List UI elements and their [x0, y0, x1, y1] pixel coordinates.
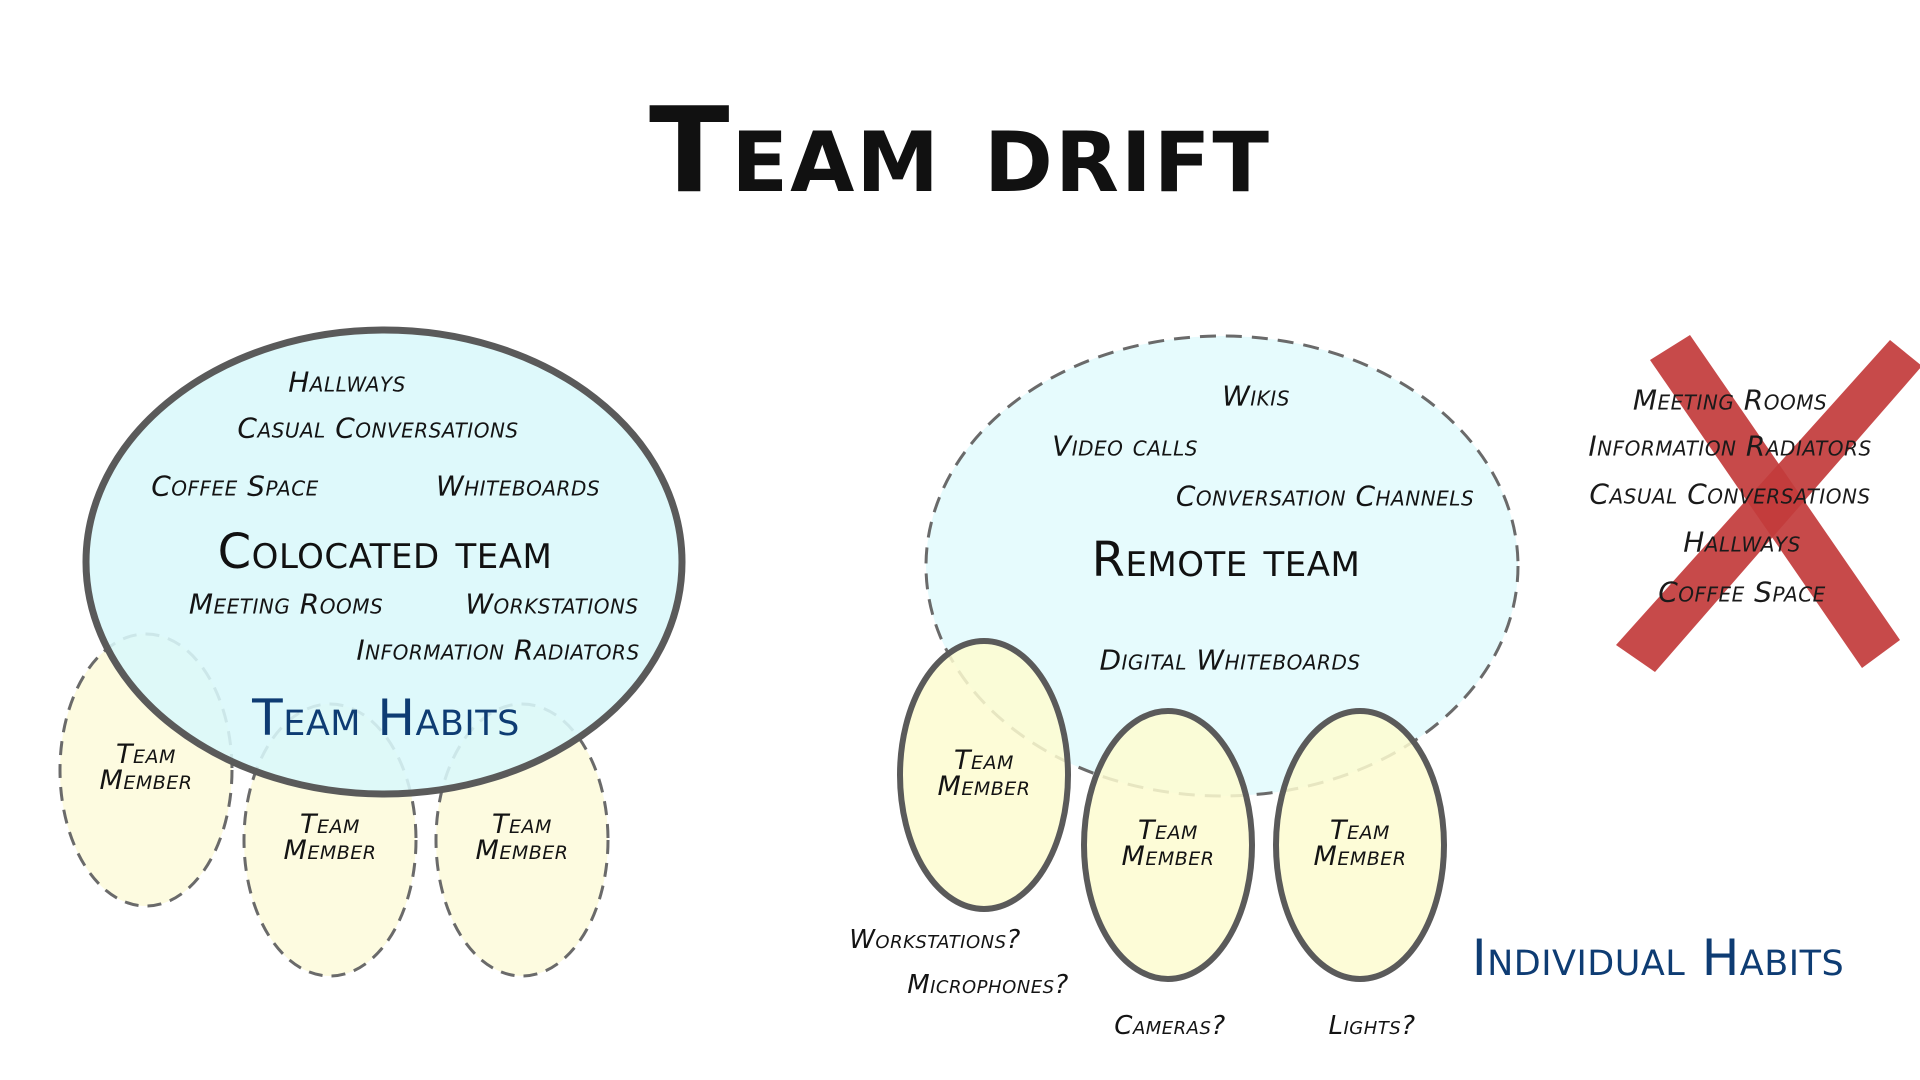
question-microphones: Microphones?	[907, 970, 1069, 1000]
member-text: Team Member	[475, 809, 569, 866]
remote-member-ellipse-1	[897, 638, 1071, 912]
colocated-member-label-1: Team Member	[99, 739, 193, 796]
cross-out-x-icon	[1616, 335, 1920, 672]
individual-habits-label: Individual Habits	[1471, 929, 1845, 987]
crossed-item-casual-conversations: Casual Conversations	[1589, 477, 1871, 511]
remote-item-wikis: Wikis	[1222, 379, 1290, 413]
member-text: Team Member	[1313, 815, 1407, 872]
remote-member-ellipse-3	[1273, 708, 1447, 982]
colocated-member-label-2: Team Member	[283, 809, 377, 866]
colocated-team-label: Colocated team	[217, 524, 553, 580]
colocated-item-hallways: Hallways	[288, 365, 406, 399]
team-habits-label: Team Habits	[252, 689, 520, 747]
remote-item-conversation-channels: Conversation Channels	[1175, 479, 1475, 513]
colocated-item-information-radiators: Information Radiators	[356, 633, 640, 667]
crossed-item-information-radiators: Information Radiators	[1588, 429, 1872, 463]
remote-item-video-calls: Video calls	[1052, 429, 1198, 463]
question-lights: Lights?	[1328, 1011, 1416, 1041]
remote-item-digital-whiteboards: Digital Whiteboards	[1099, 643, 1361, 677]
page-title: Team drift	[648, 81, 1272, 219]
colocated-item-whiteboards: Whiteboards	[435, 469, 601, 503]
colocated-item-workstations: Workstations	[465, 587, 639, 621]
remote-member-label-2: Team Member	[1121, 815, 1215, 872]
remote-member-ellipse-2	[1081, 708, 1255, 982]
colocated-item-meeting-rooms: Meeting Rooms	[188, 587, 384, 621]
colocated-item-coffee-space: Coffee Space	[151, 469, 319, 503]
member-text: Team Member	[283, 809, 377, 866]
colocated-team-ellipse	[82, 326, 686, 798]
crossed-item-coffee-space: Coffee Space	[1658, 575, 1826, 609]
remote-team-label: Remote team	[1091, 532, 1361, 588]
member-text: Team Member	[1121, 815, 1215, 872]
member-text: Team Member	[99, 739, 193, 796]
question-cameras: Cameras?	[1114, 1011, 1226, 1041]
crossed-item-hallways: Hallways	[1683, 525, 1801, 559]
crossed-item-meeting-rooms: Meeting Rooms	[1632, 383, 1828, 417]
colocated-member-label-3: Team Member	[475, 809, 569, 866]
remote-member-label-3: Team Member	[1313, 815, 1407, 872]
colocated-item-casual-conversations: Casual Conversations	[237, 411, 519, 445]
member-text: Team Member	[937, 745, 1031, 802]
remote-member-label-1: Team Member	[937, 745, 1031, 802]
remote-team-ellipse	[924, 334, 1520, 798]
question-workstations: Workstations?	[849, 925, 1021, 955]
